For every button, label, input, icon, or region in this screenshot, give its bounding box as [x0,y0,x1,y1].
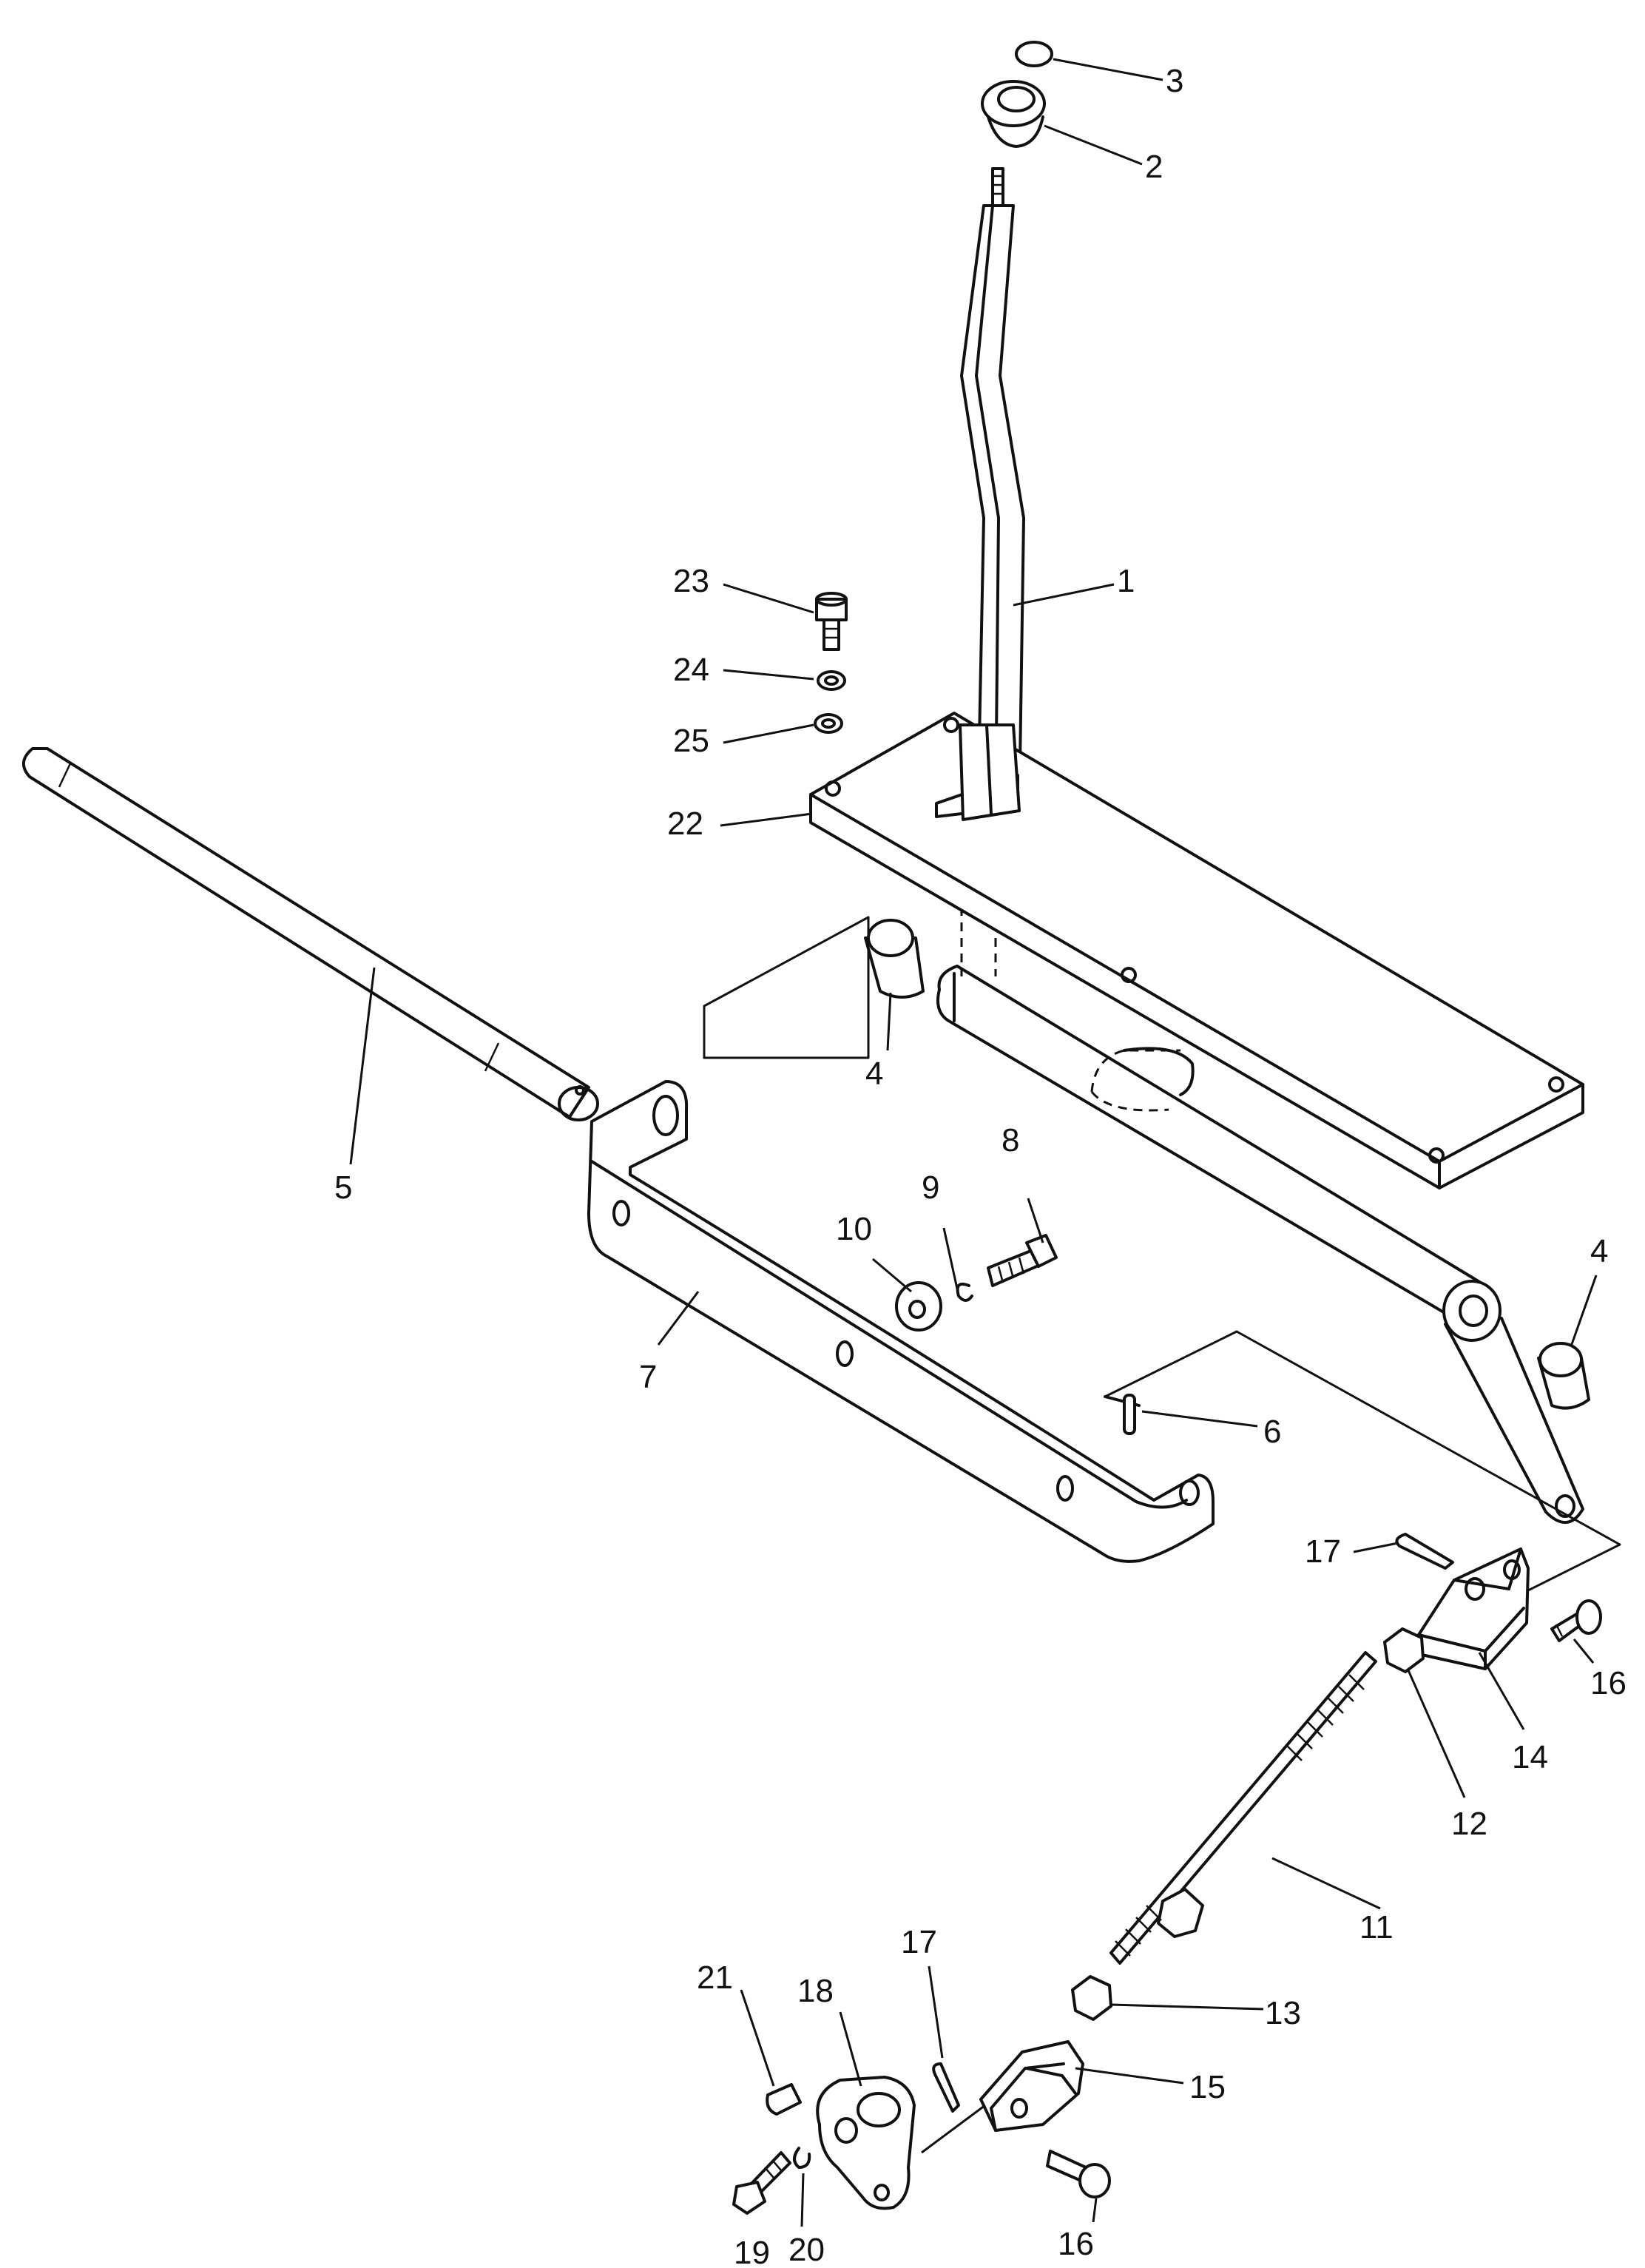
callout-13: 13 [1265,1995,1301,2031]
callout-22: 22 [667,806,703,842]
part-18-fork [816,2076,916,2210]
part-9-washer [956,1282,973,1302]
callout-23: 23 [673,563,709,599]
assembly-line [921,2104,986,2154]
part-25-washer [814,713,843,734]
callout-4-upper: 4 [865,1056,883,1092]
callout-18: 18 [797,1973,834,2009]
callout-21: 21 [697,1960,733,1996]
part-5-rod [22,747,599,1121]
callout-7: 7 [639,1359,657,1395]
part-14-clevis [1417,1548,1530,1670]
callout-16-lower: 16 [1058,2226,1094,2262]
callout-12: 12 [1451,1806,1487,1842]
part-16-pin-b [1046,2150,1111,2198]
part-10-spacer [895,1281,942,1332]
part-4-bushing-b [1537,1342,1590,1410]
callout-17-upper: 17 [1305,1533,1341,1570]
lever-shaft-arm [703,916,1621,1623]
part-8-bolt [987,1234,1058,1287]
callout-19: 19 [734,2235,770,2268]
part-4-bushing-a [864,919,925,999]
callout-11: 11 [1359,1909,1394,1945]
callout-24: 24 [673,652,709,688]
part-22-plate [809,712,1584,1189]
callout-16-upper: 16 [1590,1665,1627,1701]
part-3-cap [1015,41,1053,67]
callout-5: 5 [334,1170,352,1206]
callout-17-lower: 17 [901,1924,937,1960]
part-20-lock-washer [793,2147,811,2169]
part-17-cotter-pin-a [1395,1533,1454,1570]
part-15-clevis [979,2040,1084,2132]
part-19-bolt [732,2151,791,2215]
callout-4-lower: 4 [1590,1233,1608,1269]
callout-20: 20 [788,2232,825,2268]
callout-8: 8 [1001,1122,1019,1158]
part-13-nut [1071,1975,1112,2021]
leader-lines [349,58,1598,2227]
callout-2: 2 [1145,149,1163,185]
part-11-threaded-rod [1109,1651,1377,1965]
callout-6: 6 [1263,1414,1281,1450]
part-23-bolt [815,592,848,651]
callout-25: 25 [673,723,709,759]
part-21-key [766,2083,802,2116]
part-2-knob [981,80,1046,148]
callout-9: 9 [922,1170,939,1206]
callout-14: 14 [1512,1739,1548,1775]
part-17-cotter-pin-b [932,2062,960,2113]
part-12-nut [1383,1627,1425,1673]
part-7-frame [587,1080,1215,1563]
part-24-lock-washer [817,670,846,691]
callout-10: 10 [836,1211,872,1247]
part-6-pin [1123,1394,1136,1435]
part-16-pin-a [1550,1599,1602,1642]
callout-1: 1 [1117,563,1135,599]
callout-labels: 3 2 1 23 24 25 22 4 5 8 9 10 7 6 4 17 16… [334,63,1627,2268]
callout-3: 3 [1166,63,1183,99]
callout-15: 15 [1189,2069,1226,2105]
